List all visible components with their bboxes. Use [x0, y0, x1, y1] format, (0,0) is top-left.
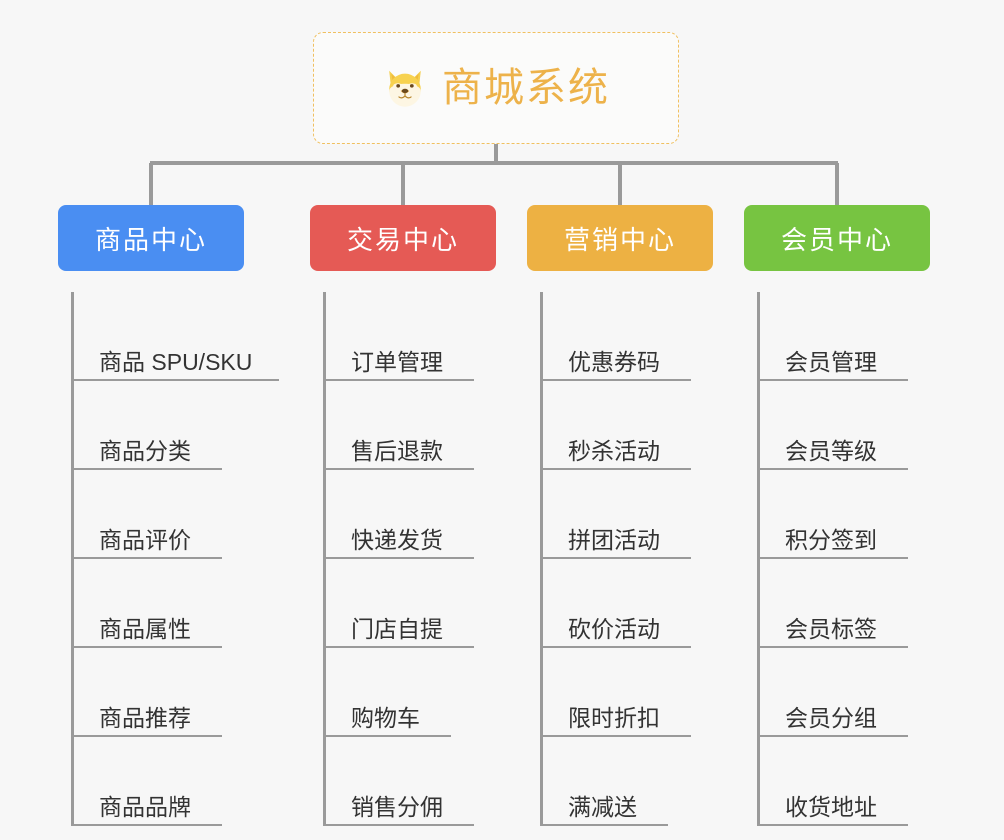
branch-column-1: 商品中心 商品 SPU/SKU 商品分类 商品评价 商品属性 商品推荐: [58, 205, 279, 826]
leaf-item[interactable]: 收货地址: [757, 737, 930, 826]
leaf-item[interactable]: 会员等级: [757, 381, 930, 470]
leaf-item[interactable]: 商品 SPU/SKU: [71, 292, 279, 381]
branch-header-1[interactable]: 商品中心: [58, 205, 244, 271]
leaf-label: 商品评价: [99, 526, 191, 553]
leaf-label: 砍价活动: [568, 615, 660, 642]
leaf-underline: [71, 468, 222, 470]
leaf-underline: [323, 824, 474, 826]
leaf-item[interactable]: 会员标签: [757, 559, 930, 648]
leaf-item[interactable]: 积分签到: [757, 470, 930, 559]
leaf-underline: [323, 735, 451, 737]
leaf-underline: [323, 646, 474, 648]
leaf-item[interactable]: 秒杀活动: [540, 381, 713, 470]
leaf-list-2: 订单管理 售后退款 快递发货 门店自提 购物车 销售分佣: [310, 292, 496, 826]
leaf-item[interactable]: 拼团活动: [540, 470, 713, 559]
leaf-item[interactable]: 售后退款: [323, 381, 496, 470]
leaf-underline: [71, 735, 222, 737]
leaf-underline: [71, 646, 222, 648]
leaf-item[interactable]: 商品推荐: [71, 648, 244, 737]
leaf-label: 收货地址: [785, 793, 877, 820]
leaf-underline: [540, 646, 691, 648]
leaf-label: 积分签到: [785, 526, 877, 553]
leaf-label: 满减送: [568, 793, 637, 820]
leaf-underline: [71, 379, 279, 381]
leaf-item[interactable]: 商品属性: [71, 559, 244, 648]
leaf-label: 售后退款: [351, 437, 443, 464]
leaf-underline: [323, 379, 474, 381]
leaf-label: 秒杀活动: [568, 437, 660, 464]
root-node[interactable]: 商城系统: [313, 32, 679, 144]
leaf-item[interactable]: 会员分组: [757, 648, 930, 737]
leaf-underline: [540, 468, 691, 470]
leaf-item[interactable]: 限时折扣: [540, 648, 713, 737]
branch-header-4[interactable]: 会员中心: [744, 205, 930, 271]
leaf-underline: [757, 557, 908, 559]
branch-header-label-3: 营销中心: [563, 224, 676, 255]
leaf-underline: [540, 824, 668, 826]
leaf-label: 会员标签: [785, 615, 877, 642]
branch-header-label-1: 商品中心: [94, 224, 207, 255]
branch-column-4: 会员中心 会员管理 会员等级 积分签到 会员标签 会员分组: [744, 205, 930, 826]
leaf-spine-4: [757, 292, 760, 826]
leaf-label: 销售分佣: [351, 793, 443, 820]
branch-header-label-2: 交易中心: [346, 224, 459, 255]
branch-header-3[interactable]: 营销中心: [527, 205, 713, 271]
leaf-item[interactable]: 满减送: [540, 737, 713, 826]
leaf-list-4: 会员管理 会员等级 积分签到 会员标签 会员分组 收货地址: [744, 292, 930, 826]
leaf-item[interactable]: 商品评价: [71, 470, 244, 559]
leaf-item[interactable]: 砍价活动: [540, 559, 713, 648]
leaf-label: 拼团活动: [568, 526, 660, 553]
leaf-label: 商品属性: [99, 615, 191, 642]
branch-column-2: 交易中心 订单管理 售后退款 快递发货 门店自提 购物车: [310, 205, 496, 826]
leaf-underline: [323, 468, 474, 470]
leaf-label: 会员管理: [785, 348, 877, 375]
leaf-label: 商品推荐: [99, 704, 191, 731]
root-title: 商城系统: [442, 66, 610, 110]
leaf-item[interactable]: 购物车: [323, 648, 496, 737]
leaf-item[interactable]: 订单管理: [323, 292, 496, 381]
leaf-label: 优惠券码: [568, 348, 660, 375]
leaf-underline: [323, 557, 474, 559]
leaf-item[interactable]: 商品品牌: [71, 737, 244, 826]
leaf-item[interactable]: 销售分佣: [323, 737, 496, 826]
leaf-label: 订单管理: [351, 348, 443, 375]
leaf-underline: [540, 735, 691, 737]
leaf-label: 商品品牌: [99, 793, 191, 820]
leaf-underline: [757, 468, 908, 470]
leaf-item[interactable]: 门店自提: [323, 559, 496, 648]
leaf-label: 快递发货: [351, 526, 443, 553]
leaf-underline: [757, 646, 908, 648]
leaf-underline: [71, 557, 222, 559]
leaf-label: 购物车: [351, 704, 420, 731]
leaf-label: 门店自提: [351, 615, 443, 642]
leaf-label: 会员等级: [785, 437, 877, 464]
branch-header-2[interactable]: 交易中心: [310, 205, 496, 271]
leaf-spine-2: [323, 292, 326, 826]
branch-column-3: 营销中心 优惠券码 秒杀活动 拼团活动 砍价活动 限时折扣: [527, 205, 713, 826]
leaf-underline: [540, 379, 691, 381]
leaf-underline: [71, 824, 222, 826]
leaf-label: 商品分类: [99, 437, 191, 464]
leaf-underline: [757, 735, 908, 737]
leaf-label: 会员分组: [785, 704, 877, 731]
leaf-item[interactable]: 商品分类: [71, 381, 244, 470]
leaf-list-3: 优惠券码 秒杀活动 拼团活动 砍价活动 限时折扣 满减送: [527, 292, 713, 826]
leaf-item[interactable]: 会员管理: [757, 292, 930, 381]
branch-header-label-4: 会员中心: [780, 224, 893, 255]
leaf-item[interactable]: 快递发货: [323, 470, 496, 559]
shiba-dog-face-icon: [382, 65, 428, 111]
leaf-underline: [540, 557, 691, 559]
leaf-list-1: 商品 SPU/SKU 商品分类 商品评价 商品属性 商品推荐 商品品牌: [58, 292, 279, 826]
leaf-item[interactable]: 优惠券码: [540, 292, 713, 381]
leaf-spine-1: [71, 292, 74, 826]
leaf-label: 限时折扣: [568, 704, 660, 731]
leaf-underline: [757, 824, 908, 826]
leaf-spine-3: [540, 292, 543, 826]
leaf-underline: [757, 379, 908, 381]
leaf-label: 商品 SPU/SKU: [99, 348, 253, 375]
